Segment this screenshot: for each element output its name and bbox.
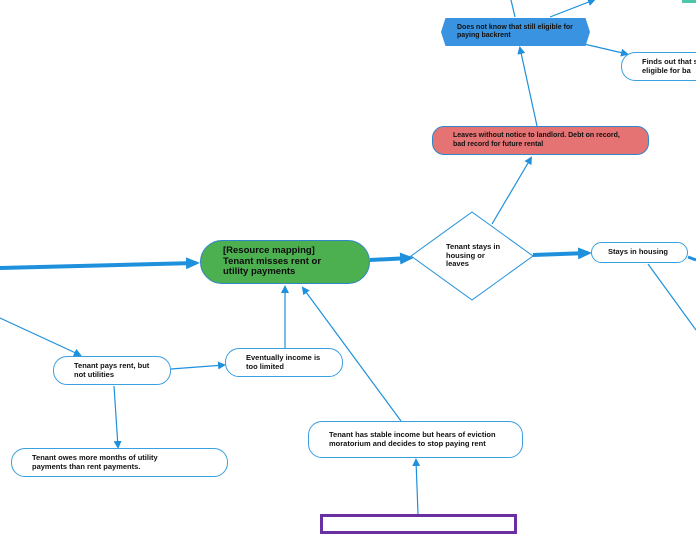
- edge-leaves-does-not-know: [517, 46, 538, 127]
- stable-income-node[interactable]: Tenant has stable income but hears of ev…: [308, 421, 523, 458]
- income-limited-node[interactable]: Eventually income is too limited: [225, 348, 343, 377]
- finds-out-node[interactable]: Finds out that still eligible for ba: [621, 52, 696, 81]
- edge-pays-rent-income: [170, 361, 226, 370]
- leaves-node[interactable]: Leaves without notice to landlord. Debt …: [432, 126, 649, 155]
- leaves-node-label: Leaves without notice to landlord. Debt …: [453, 132, 620, 148]
- connector-layer: [0, 0, 696, 515]
- does-not-know-label: Does not know that still eligible for pa…: [457, 23, 573, 39]
- decision-label: Tenant stays in housing or leaves: [446, 242, 501, 269]
- edge-does-not-know-up-right: [549, 0, 596, 18]
- owes-utility-node[interactable]: Tenant owes more months of utility payme…: [11, 448, 228, 477]
- pays-rent-node[interactable]: Tenant pays rent, but not utilities: [53, 356, 171, 385]
- income-limited-label: Eventually income is too limited: [246, 352, 321, 371]
- edge-does-not-know-up: [510, 0, 516, 18]
- does-not-know-node[interactable]: Does not know that still eligible for pa…: [441, 18, 590, 46]
- offscreen-node-top-right: [682, 0, 696, 3]
- resource-box-bottom[interactable]: [320, 514, 517, 534]
- edge-does-not-know-finds-out: [583, 43, 629, 57]
- central-node-label: [Resource mapping] Tenant misses rent or…: [223, 244, 322, 278]
- owes-utility-label: Tenant owes more months of utility payme…: [32, 452, 158, 471]
- edge-purple-stable: [412, 458, 421, 515]
- stays-node-label: Stays in housing: [608, 247, 669, 257]
- edge-stable-central: [301, 286, 402, 422]
- pays-rent-label: Tenant pays rent, but not utilities: [74, 360, 150, 379]
- edge-decision-stays: [532, 247, 592, 260]
- edge-left-pays-rent: [0, 317, 82, 357]
- stays-node[interactable]: Stays in housing: [591, 242, 688, 263]
- edge-incoming-central: [0, 257, 200, 270]
- stable-income-label: Tenant has stable income but hears of ev…: [329, 429, 496, 448]
- edge-stays-down: [647, 263, 696, 331]
- central-node[interactable]: [Resource mapping] Tenant misses rent or…: [200, 240, 370, 284]
- finds-out-label: Finds out that still eligible for ba: [642, 56, 696, 75]
- edge-pays-rent-owes: [113, 385, 122, 449]
- edge-stays-right: [687, 255, 696, 262]
- edge-decision-leaves: [491, 156, 533, 225]
- edge-central-decision: [369, 252, 414, 265]
- decision-diamond[interactable]: [410, 211, 534, 301]
